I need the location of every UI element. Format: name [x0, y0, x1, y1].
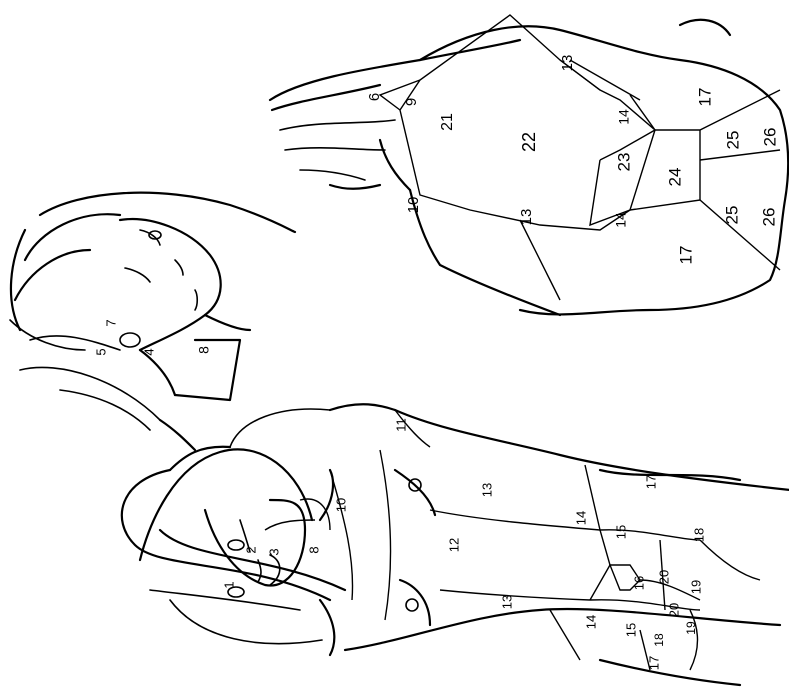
region-label: 11	[393, 418, 408, 432]
head-figure	[10, 193, 295, 450]
front-eye-right	[228, 540, 244, 550]
front-labels: 1 2 3 8 10 11 12 13 13 14 14 15 15 16 17…	[221, 418, 706, 670]
region-label: 17	[643, 475, 658, 489]
front-face-outline	[205, 500, 305, 586]
back-torso-outline	[420, 26, 788, 314]
region-label: 14	[573, 511, 588, 525]
region-label: 1	[221, 581, 236, 588]
region-label: 17	[676, 246, 695, 265]
front-breast-left	[400, 580, 430, 625]
region-label: 3	[266, 548, 281, 555]
head-ear	[120, 333, 140, 347]
region-label: 17	[695, 88, 714, 107]
region-label: 8	[306, 546, 321, 553]
region-label: 26	[760, 128, 779, 147]
region-label: 6	[366, 93, 383, 101]
region-label: 19	[688, 580, 703, 594]
region-label: 17	[646, 656, 661, 670]
region-label: 8	[196, 346, 212, 354]
region-label: 14	[616, 109, 632, 125]
region-label: 10	[333, 498, 348, 512]
region-label: 22	[519, 132, 539, 152]
region-label: 2	[243, 546, 258, 553]
region-label: 13	[479, 483, 494, 497]
region-label: 4	[141, 348, 156, 355]
region-label: 18	[652, 633, 666, 647]
region-label: 5	[93, 348, 108, 355]
region-label: 15	[623, 623, 638, 637]
back-labels: 6 9 10 13 13 14 14 17 17 21 22 23 24 25 …	[366, 55, 780, 265]
region-label: 25	[722, 206, 741, 225]
region-label: 10	[405, 197, 422, 214]
front-hair	[122, 404, 395, 643]
region-label: 20	[666, 603, 681, 617]
region-label: 16	[631, 576, 646, 590]
front-breast-right	[395, 470, 435, 515]
region-label: 14	[583, 615, 598, 629]
head-face-outline	[120, 219, 221, 350]
region-label: 25	[723, 131, 742, 150]
region-label: 24	[665, 168, 684, 187]
region-label: 21	[439, 113, 456, 131]
region-label: 13	[559, 55, 576, 72]
region-label: 13	[518, 209, 535, 226]
region-label: 23	[614, 153, 633, 172]
region-label: 15	[613, 525, 628, 539]
region-label: 26	[759, 208, 778, 227]
region-label: 7	[103, 319, 118, 326]
region-label: 12	[446, 538, 461, 552]
region-label: 19	[684, 621, 698, 635]
region-label: 9	[403, 98, 420, 106]
region-label: 13	[499, 595, 514, 609]
region-label: 20	[656, 570, 671, 584]
region-label: 18	[691, 528, 706, 542]
back-figure	[270, 15, 788, 315]
head-labels: 4 5 7 8	[93, 319, 211, 355]
region-label: 14	[613, 212, 629, 228]
